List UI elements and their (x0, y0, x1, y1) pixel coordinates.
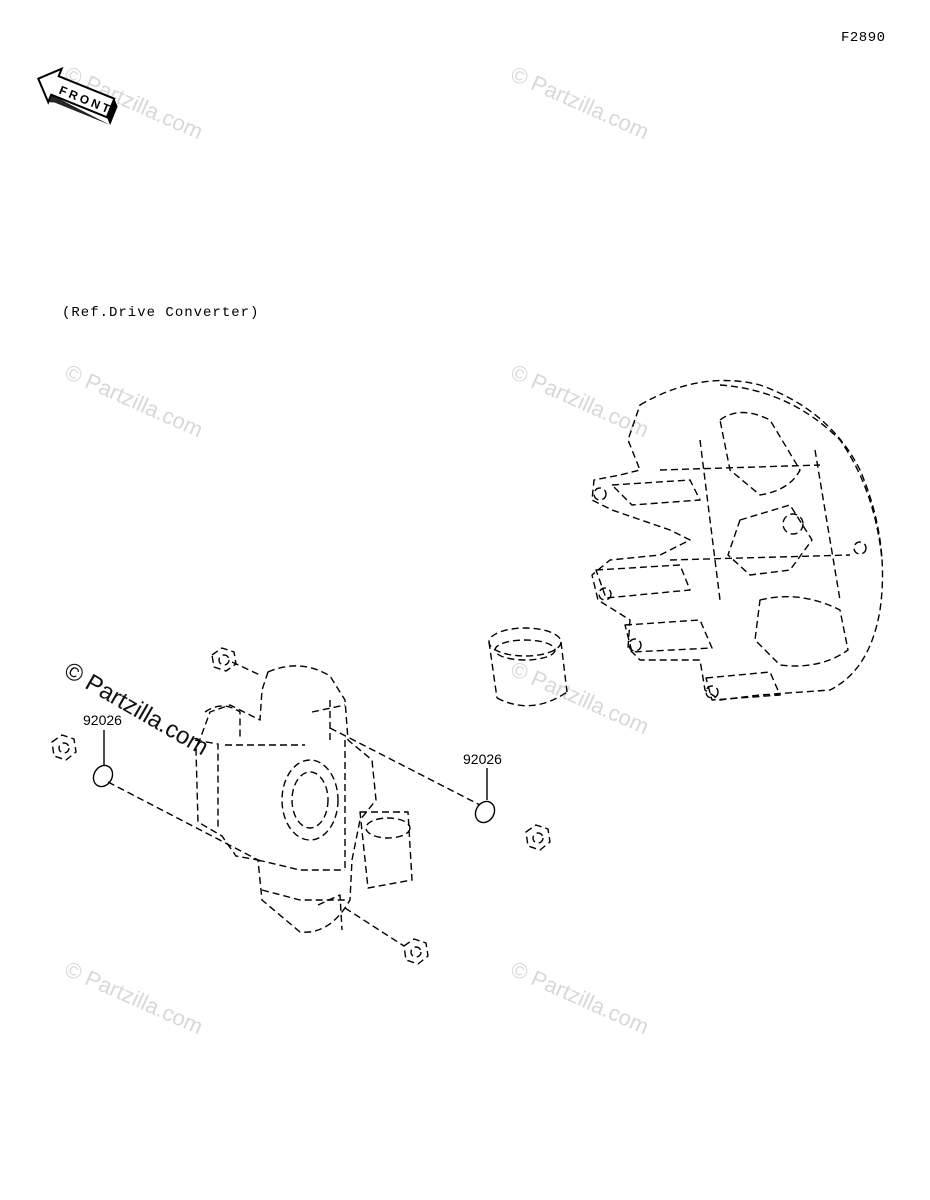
figure-code: F2890 (841, 30, 886, 46)
nut-right (525, 824, 551, 851)
mounting-plate (194, 665, 413, 933)
o-ring-left (92, 764, 114, 788)
reference-note: (Ref.Drive Converter) (62, 305, 260, 321)
o-ring-right (474, 800, 496, 824)
nut-bottom (403, 938, 429, 965)
part-callout-left[interactable]: 92026 (83, 712, 122, 728)
drive-converter-housing (591, 379, 884, 701)
bushing-sleeve (488, 627, 568, 707)
nut-top (211, 647, 237, 672)
part-callout-right[interactable]: 92026 (463, 751, 502, 767)
nut-left (51, 734, 77, 761)
